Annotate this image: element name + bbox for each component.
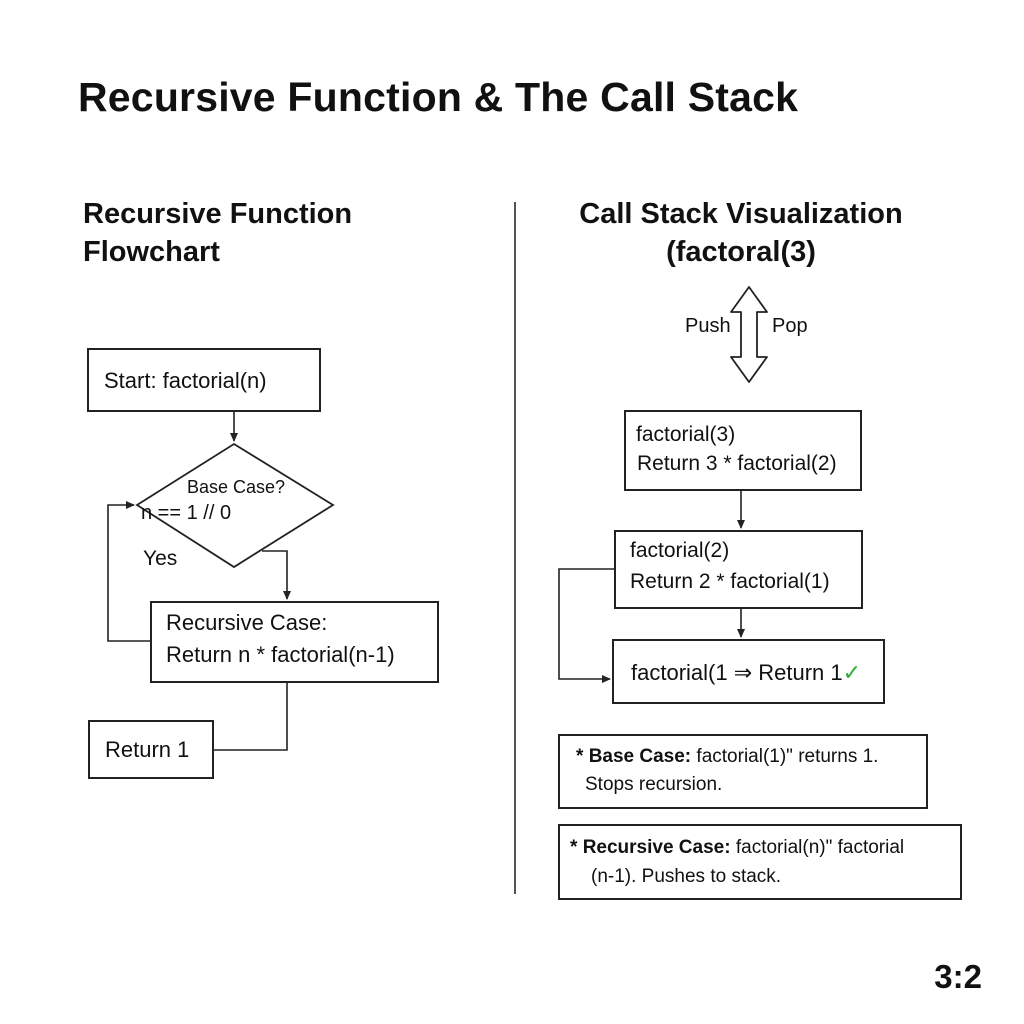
recursive-case-note-line2: (n-1). Pushes to stack. — [591, 866, 782, 887]
recursive-case-box: Recursive Case: Return n * factorial(n-1… — [150, 601, 439, 683]
decision-label-line2: n == 1 // 0 — [141, 502, 232, 524]
decision-diamond — [135, 442, 335, 569]
push-label: Push — [685, 315, 731, 337]
stack-frame-3-call: factorial(3) — [636, 423, 736, 446]
recursive-case-note-line1: * Recursive Case: factorial(n)" factoria… — [570, 834, 904, 862]
return-box: Return 1 — [88, 720, 214, 779]
stack-frame-1-label: factorial(1 ⇒ Return 1✓ — [631, 659, 861, 687]
push-pop-arrow — [730, 286, 768, 383]
column-divider — [514, 202, 516, 894]
stack-frame-1: factorial(1 ⇒ Return 1✓ — [612, 639, 885, 704]
recursive-case-line2: Return n * factorial(n-1) — [166, 642, 395, 667]
stack-heading-line1: Call Stack Visualization — [579, 198, 903, 230]
recursive-case-line1: Recursive Case: — [166, 610, 328, 635]
base-case-note-line2: Stops recursion. — [585, 774, 723, 795]
base-case-note: * Base Case: factorial(1)" returns 1. St… — [558, 734, 928, 809]
yes-label: Yes — [143, 547, 178, 570]
pop-label: Pop — [772, 315, 808, 337]
base-case-note-line1: * Base Case: factorial(1)" returns 1. — [576, 743, 878, 771]
return-label: Return 1 — [105, 737, 190, 762]
decision-label-line1: Base Case? — [187, 477, 286, 497]
stack-frame-3-return: Return 3 * factorial(2) — [637, 452, 837, 475]
stack-frame-1-text: factorial(1 ⇒ Return 1 — [631, 660, 843, 685]
recursive-to-return-line — [213, 682, 288, 751]
frame2-side-arrow — [558, 568, 614, 683]
decision-to-recursive-arrow — [262, 550, 291, 600]
base-case-bullet: * — [576, 746, 584, 767]
stack-frame-3: factorial(3) Return 3 * factorial(2) — [624, 410, 862, 491]
recursive-case-bullet: * — [570, 837, 578, 858]
start-label: Start: factorial(n) — [104, 368, 267, 393]
stack-heading-line2: (factoral(3) — [666, 236, 816, 268]
checkmark-icon: ✓ — [842, 660, 862, 685]
loop-back-arrow — [107, 501, 151, 642]
start-box: Start: factorial(n) — [87, 348, 321, 412]
stack-heading: Call Stack Visualization (factoral(3) — [556, 195, 926, 271]
diagram-title: Recursive Function & The Call Stack — [78, 74, 799, 120]
recursive-case-note-bold: Recursive Case: — [582, 837, 731, 858]
base-case-note-bold: Base Case: — [588, 746, 692, 767]
stack-frame-2: factorial(2) Return 2 * factorial(1) — [614, 530, 863, 609]
recursive-case-note: * Recursive Case: factorial(n)" factoria… — [558, 824, 962, 900]
flowchart-heading-line1: Recursive Function — [83, 198, 353, 230]
flowchart-heading: Recursive Function Flowchart — [83, 195, 352, 271]
aspect-ratio-label: 3:2 — [934, 958, 982, 995]
recursive-case-note-text: factorial(n)" factorial — [735, 837, 905, 858]
flowchart-heading-line2: Flowchart — [83, 236, 220, 268]
stack-frame-2-return: Return 2 * factorial(1) — [630, 570, 830, 593]
stack-frame-2-call: factorial(2) — [630, 539, 730, 562]
base-case-note-text: factorial(1)" returns 1. — [696, 746, 879, 767]
